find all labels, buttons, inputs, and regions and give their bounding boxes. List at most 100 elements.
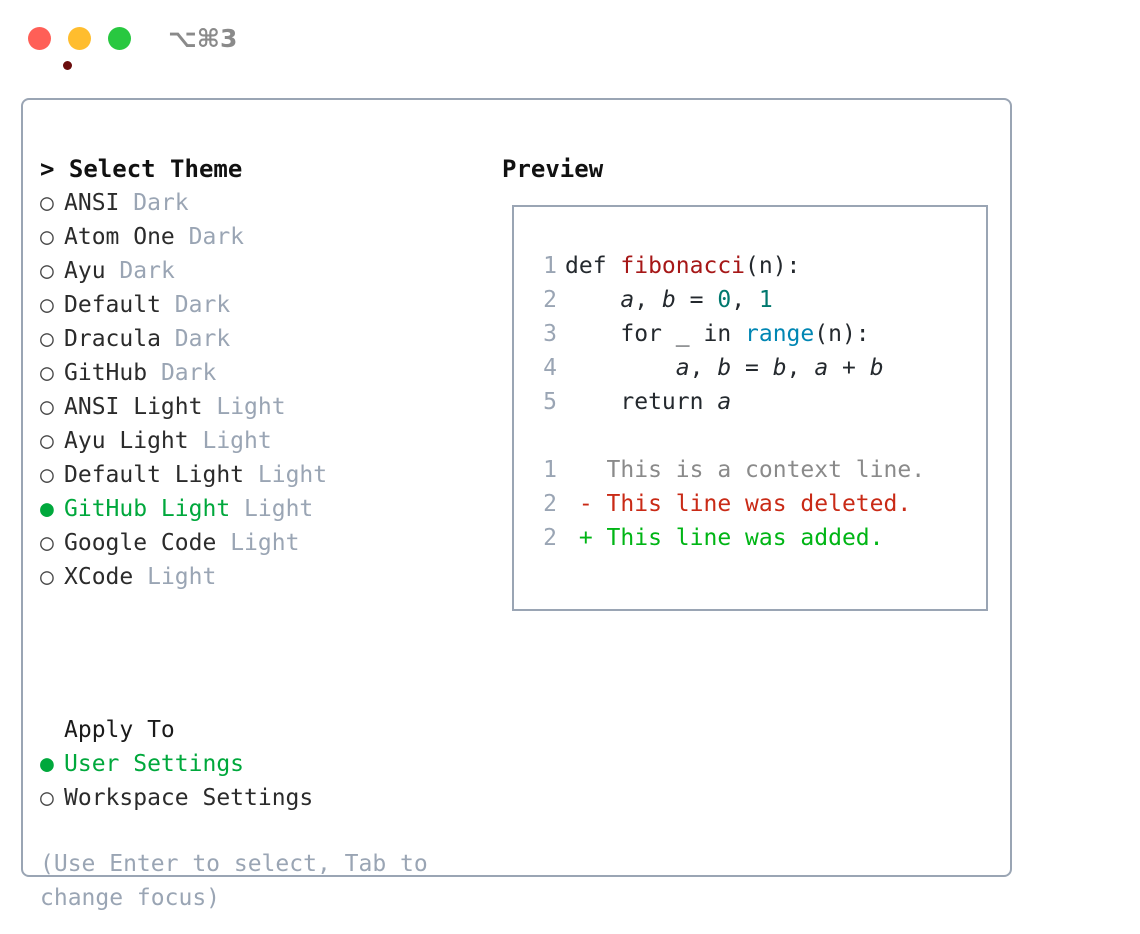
code-token-plain: for _ in bbox=[565, 321, 746, 347]
code-token-var: b bbox=[772, 355, 787, 381]
theme-variant-tag: Light bbox=[147, 564, 217, 590]
apply-to-section: Apply To ●User Settings ○ Workspace Settin… bbox=[40, 713, 490, 815]
line-number: 1 bbox=[543, 457, 557, 483]
code-token-var: a bbox=[620, 287, 635, 313]
code-token-plain: return bbox=[565, 389, 718, 415]
theme-list-item[interactable]: ○Default Dark bbox=[40, 288, 490, 322]
theme-list-item[interactable]: ○ Ayu Dark bbox=[40, 254, 490, 288]
apply-to-option[interactable]: ○ Workspace Settings bbox=[40, 781, 490, 815]
code-line: 5 return a bbox=[527, 385, 977, 419]
radio-unselected-icon: ○ bbox=[40, 564, 54, 590]
theme-variant-tag: Dark bbox=[133, 190, 189, 216]
code-token-var: a bbox=[814, 355, 829, 381]
theme-variant-tag: Light bbox=[244, 496, 314, 522]
theme-variant-tag: Dark bbox=[174, 292, 231, 318]
theme-list-item[interactable]: ○ANSI Dark bbox=[40, 186, 490, 220]
theme-selector-column: > Select Theme ○ANSI Dark○Atom One Dark○… bbox=[40, 152, 490, 594]
code-token-plain: , bbox=[634, 287, 662, 313]
diff-sample: 1 This is a context line. 2 - This line w… bbox=[527, 453, 977, 555]
theme-list-item[interactable]: ○ XCode Light bbox=[40, 560, 490, 594]
theme-list-item[interactable]: ○ Dracula Dark bbox=[40, 322, 490, 356]
main-panel: > Select Theme ○ANSI Dark○Atom One Dark○… bbox=[21, 98, 1012, 911]
code-token-builtin: range bbox=[745, 321, 815, 347]
theme-name-label: Ayu bbox=[64, 258, 106, 284]
theme-name-label: ANSI Light bbox=[64, 394, 203, 420]
code-spacer bbox=[527, 419, 977, 453]
theme-variant-tag: Dark bbox=[160, 360, 217, 386]
apply-to-list: ●User Settings ○ Workspace Settings bbox=[40, 747, 490, 815]
code-token-var: a bbox=[675, 355, 690, 381]
theme-list-item[interactable]: ○ GitHub Dark bbox=[40, 356, 490, 390]
code-token-plain: = bbox=[675, 287, 718, 313]
theme-variant-tag: Light bbox=[257, 462, 328, 488]
theme-list-item[interactable]: ○Ayu Light Light bbox=[40, 424, 490, 458]
line-number: 5 bbox=[543, 389, 557, 415]
window-titlebar: ⌥⌘3 bbox=[0, 0, 1140, 78]
diff-marker: - bbox=[565, 491, 593, 517]
maximize-window-button[interactable] bbox=[108, 27, 131, 50]
code-token-plain: = bbox=[731, 355, 773, 381]
code-token-plain bbox=[565, 287, 620, 313]
minimize-window-button[interactable] bbox=[68, 27, 91, 50]
theme-name-label: Google Code bbox=[64, 530, 217, 556]
code-line: 4 a, b = b, a + b bbox=[527, 351, 977, 385]
theme-name-label: Default Light bbox=[64, 462, 245, 488]
diff-text: This is a context line. bbox=[592, 457, 926, 483]
heading-caret-icon: > bbox=[40, 155, 55, 183]
apply-to-heading: Apply To bbox=[64, 717, 175, 743]
radio-unselected-icon: ○ bbox=[40, 258, 54, 284]
theme-variant-tag: Dark bbox=[119, 258, 175, 284]
theme-name-label: Atom One bbox=[64, 224, 175, 250]
code-line: 2 a, b = 0, 1 bbox=[527, 283, 977, 317]
theme-name-label: Ayu Light bbox=[64, 428, 189, 454]
theme-name-label: ANSI bbox=[64, 190, 120, 216]
theme-list-item[interactable]: ○ Atom One Dark bbox=[40, 220, 490, 254]
theme-variant-tag: Dark bbox=[188, 224, 245, 250]
theme-list-item[interactable]: ○ Google Code Light bbox=[40, 526, 490, 560]
apply-to-option[interactable]: ●User Settings bbox=[40, 747, 490, 781]
line-number: 2 bbox=[543, 491, 557, 517]
code-token-plain: (n): bbox=[814, 321, 870, 347]
theme-list-item[interactable]: ○Default Light Light bbox=[40, 458, 490, 492]
theme-list-item[interactable]: ● GitHub Light Light bbox=[40, 492, 490, 526]
radio-unselected-icon: ○ bbox=[40, 326, 54, 352]
recording-indicator-icon bbox=[63, 61, 72, 70]
theme-list: ○ANSI Dark○Atom One Dark○Ayu Dark○Defaul… bbox=[40, 186, 490, 594]
code-token-plain: , bbox=[731, 287, 759, 313]
diff-text: This line was deleted. bbox=[592, 491, 912, 517]
line-number: 4 bbox=[543, 355, 557, 381]
radio-unselected-icon: ○ bbox=[40, 394, 54, 420]
code-token-var: a bbox=[717, 389, 732, 415]
code-token-plain: , bbox=[689, 355, 718, 381]
line-number: 2 bbox=[543, 525, 557, 551]
radio-unselected-icon: ○ bbox=[40, 428, 54, 454]
code-token-num: 0 bbox=[717, 287, 732, 313]
radio-unselected-icon: ○ bbox=[40, 530, 54, 556]
theme-list-item[interactable]: ○ANSI Light Light bbox=[40, 390, 490, 424]
theme-name-label: GitHub Light bbox=[64, 496, 231, 522]
diff-line: 1 This is a context line. bbox=[527, 453, 977, 487]
code-token-var: b bbox=[869, 355, 884, 381]
theme-variant-tag: Light bbox=[230, 530, 300, 556]
code-token-plain bbox=[565, 355, 676, 381]
theme-name-label: GitHub bbox=[64, 360, 148, 386]
theme-variant-tag: Dark bbox=[174, 326, 231, 352]
radio-unselected-icon: ○ bbox=[40, 785, 54, 811]
code-token-plain: , bbox=[786, 355, 815, 381]
apply-to-option-label: Workspace Settings bbox=[64, 785, 314, 811]
radio-selected-icon: ● bbox=[40, 496, 54, 522]
theme-name-label: Dracula bbox=[64, 326, 161, 352]
line-number: 1 bbox=[543, 253, 557, 279]
apply-to-option-label: User Settings bbox=[64, 751, 245, 777]
radio-unselected-icon: ○ bbox=[40, 360, 54, 386]
code-token-fn: fibonacci bbox=[620, 253, 746, 279]
radio-unselected-icon: ○ bbox=[40, 224, 54, 250]
line-number: 2 bbox=[543, 287, 557, 313]
close-window-button[interactable] bbox=[28, 27, 72, 70]
theme-name-label: XCode bbox=[64, 564, 134, 590]
code-token-plain: + bbox=[828, 355, 870, 381]
